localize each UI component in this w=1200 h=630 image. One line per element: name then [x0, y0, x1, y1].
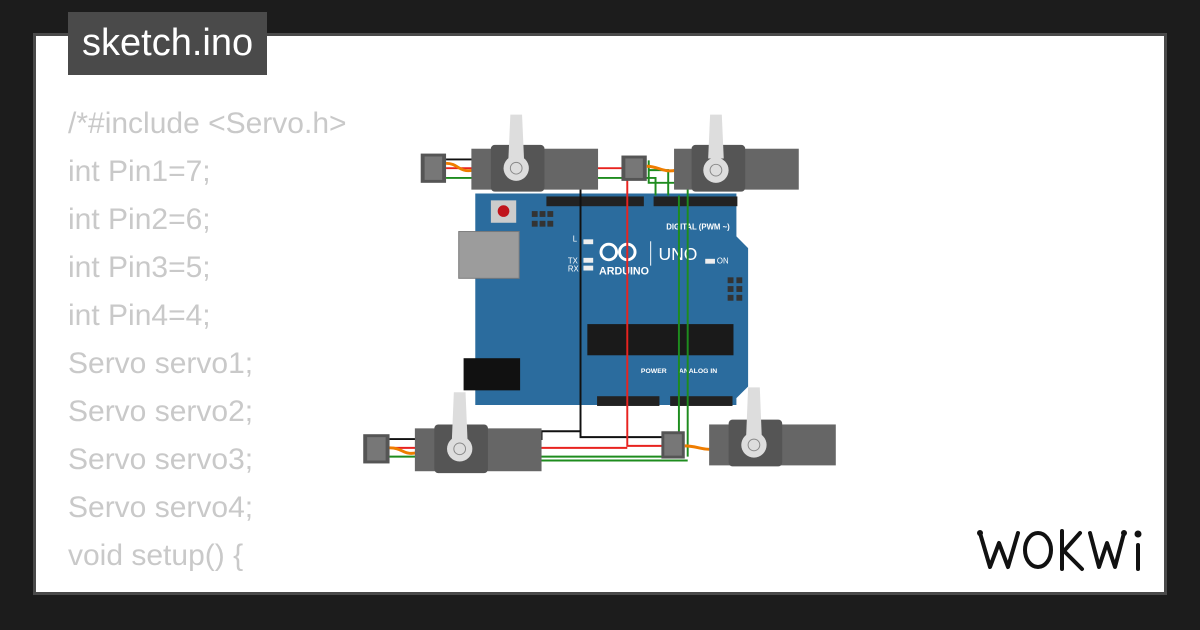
board-model: UNO	[658, 244, 697, 264]
code-line: void setup() {	[68, 539, 244, 572]
usb-connector	[458, 231, 520, 279]
on-label: ON	[717, 257, 729, 266]
code-line: int Pin4=4;	[68, 299, 211, 332]
led-tx-label: TX	[568, 257, 579, 266]
digital-label: DIGITAL (PWM ~)	[666, 223, 730, 232]
code-line: Servo servo2;	[68, 395, 254, 428]
servo-motor	[420, 114, 599, 192]
wokwi-logo	[976, 525, 1148, 575]
analog-label: ANALOG IN	[679, 368, 717, 375]
servo-motor	[661, 387, 836, 467]
file-tab[interactable]: sketch.ino	[68, 12, 268, 75]
code-preview: /*#include <Servo.h> int Pin1=7; int Pin…	[68, 100, 347, 580]
circuit-diagram: L TX RX ARDUINO UNO ON DIGITAL (PWM ~) P…	[363, 114, 836, 474]
code-line: /*#include <Servo.h>	[68, 107, 347, 140]
servo-motor	[621, 114, 799, 192]
code-line: Servo servo4;	[68, 491, 254, 524]
wokwi-logo-icon	[977, 529, 1142, 571]
code-line: int Pin3=5;	[68, 251, 211, 284]
power-jack	[463, 358, 521, 391]
code-line: int Pin1=7;	[68, 155, 211, 188]
arduino-board: L TX RX ARDUINO UNO ON DIGITAL (PWM ~) P…	[458, 193, 749, 406]
code-line: Servo servo3;	[68, 443, 254, 476]
analog-header	[670, 396, 733, 406]
power-label: POWER	[641, 368, 667, 375]
code-line: int Pin2=6;	[68, 203, 211, 236]
led-rx-label: RX	[568, 264, 580, 273]
digital-header	[546, 196, 644, 207]
board-brand: ARDUINO	[599, 265, 649, 277]
microcontroller-chip	[587, 324, 734, 356]
servo-motor	[363, 392, 542, 474]
led-l-label: L	[573, 234, 578, 243]
code-line: Servo servo1;	[68, 347, 254, 380]
